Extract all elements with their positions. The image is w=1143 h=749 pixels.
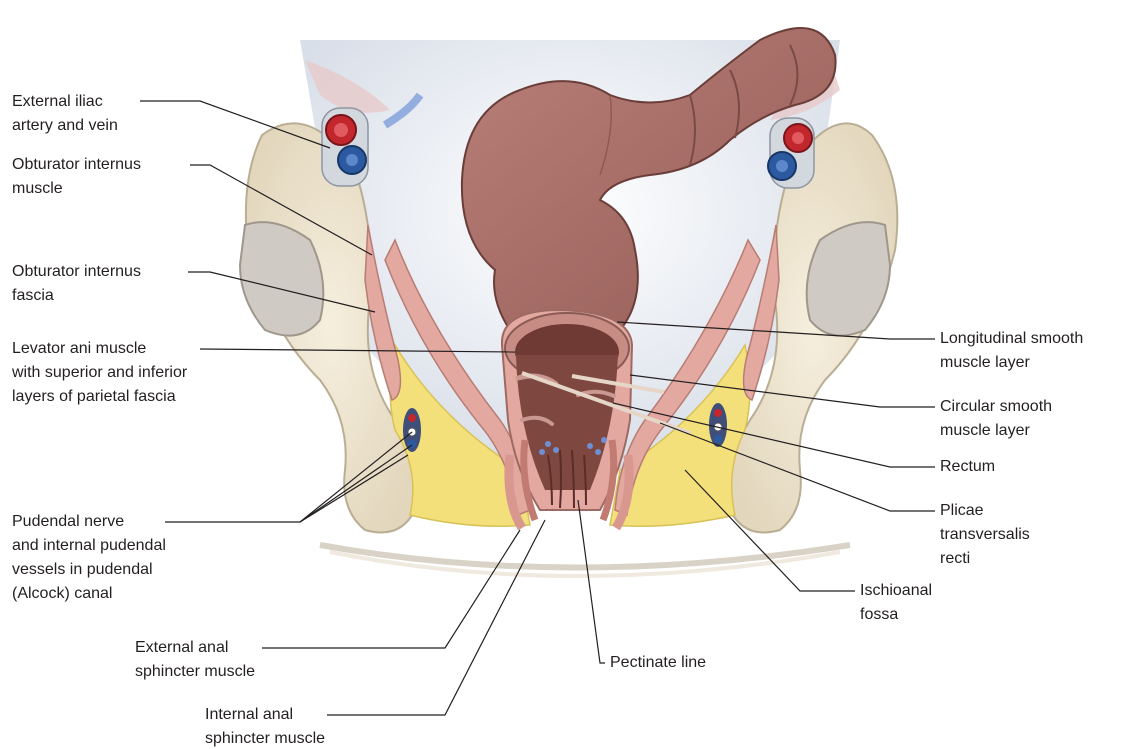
label-pudendal-nerve: Pudendal nerve and internal pudendal ves… [12,510,166,606]
label-circular-smooth: Circular smooth muscle layer [940,395,1052,443]
label-obturator-internus-fascia: Obturator internus fascia [12,260,141,308]
leader-pectinate [578,500,605,663]
label-ischioanal-fossa: Ischioanal fossa [860,579,932,627]
label-rectum: Rectum [940,455,995,479]
leader-external-sphincter [262,530,520,648]
external-iliac-right [768,118,814,188]
label-external-anal-sphincter: External anal sphincter muscle [135,636,255,684]
label-internal-anal-sphincter: Internal anal sphincter muscle [205,703,325,749]
label-levator-ani: Levator ani muscle with superior and inf… [12,337,187,409]
pudendal-canal-right [709,403,727,447]
label-obturator-internus-muscle: Obturator internus muscle [12,153,141,201]
label-pectinate-line: Pectinate line [610,651,706,675]
label-plicae: Plicae transversalis recti [940,499,1030,571]
label-longitudinal-smooth: Longitudinal smooth muscle layer [940,327,1083,375]
label-external-iliac: External iliac artery and vein [12,90,118,138]
